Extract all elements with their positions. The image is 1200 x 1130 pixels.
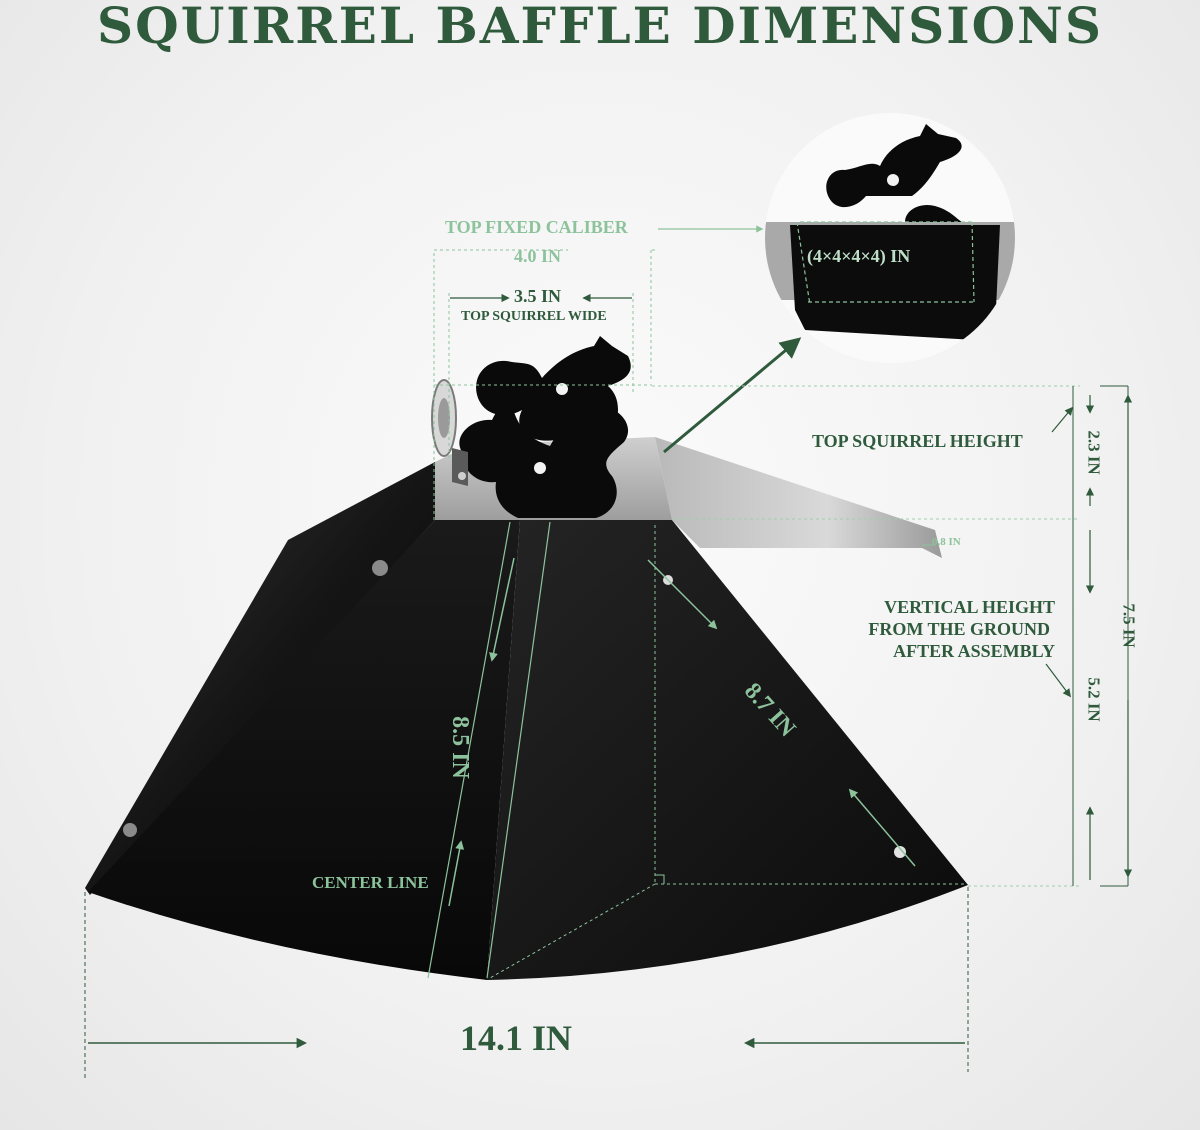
inset-closeup bbox=[765, 113, 1015, 363]
rivet-icon bbox=[372, 560, 388, 576]
baffle-left-wing bbox=[85, 462, 435, 895]
bottom-width-value: 14.1 IN bbox=[460, 1018, 573, 1058]
rivet-icon bbox=[123, 823, 137, 837]
vertical-height-line-3: AFTER ASSEMBLY bbox=[893, 641, 1055, 661]
flange-value: 0.8 IN bbox=[932, 536, 961, 548]
dimension-lines bbox=[84, 225, 1133, 1078]
mounting-clamp bbox=[431, 379, 468, 486]
vertical-height-line-1: VERTICAL HEIGHT bbox=[884, 597, 1055, 617]
front-slant-value: 8.5 IN bbox=[446, 716, 473, 779]
squirrel-height-value: 2.3 IN bbox=[1084, 430, 1104, 475]
top-squirrel-wide-value: 3.5 IN bbox=[514, 286, 562, 306]
caliber-value: 4.0 IN bbox=[514, 246, 562, 266]
top-squirrel-wide-label: TOP SQUIRREL WIDE bbox=[461, 309, 607, 324]
center-line-label: CENTER LINE bbox=[312, 873, 429, 892]
page-title: SQUIRREL BAFFLE DIMENSIONS bbox=[97, 0, 1103, 55]
rivet-icon bbox=[894, 846, 906, 858]
top-fixed-caliber-label: TOP FIXED CALIBER bbox=[445, 217, 628, 237]
inset-dimensions-label: (4×4×4×4) IN bbox=[807, 246, 911, 266]
vertical-height-value: 5.2 IN bbox=[1084, 677, 1104, 722]
baffle-side-face bbox=[487, 520, 968, 980]
baffle-front-face bbox=[88, 520, 520, 980]
vertical-height-line-2: FROM THE GROUND bbox=[868, 619, 1050, 639]
baffle-right-wing bbox=[655, 437, 942, 558]
squirrel-silhouette-icon bbox=[459, 336, 631, 518]
top-squirrel-height-label: TOP SQUIRREL HEIGHT bbox=[812, 431, 1023, 451]
total-height-value: 7.5 IN bbox=[1119, 603, 1139, 648]
